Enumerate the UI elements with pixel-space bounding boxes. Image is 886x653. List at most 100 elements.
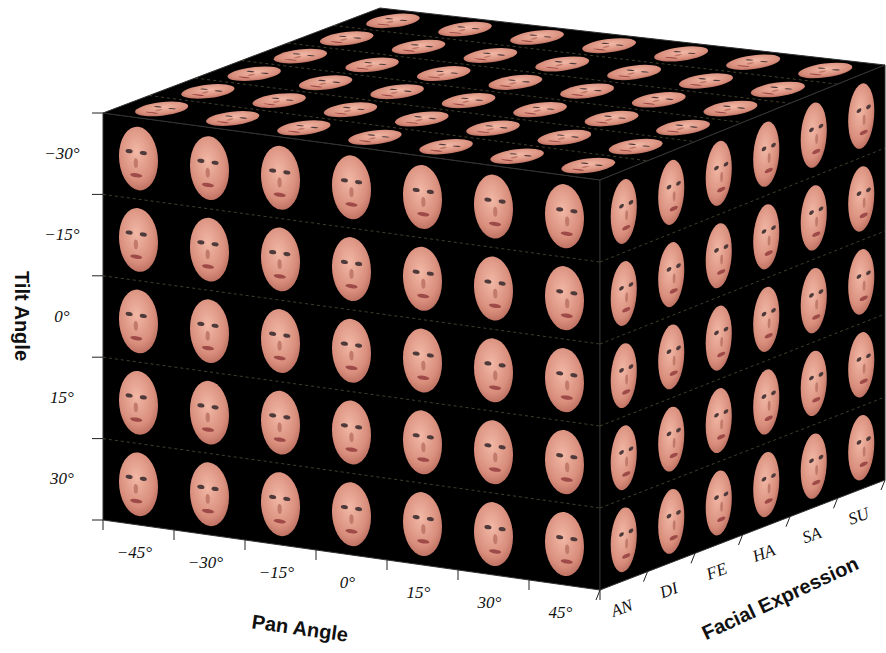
face-nose [134,158,138,168]
face-skin [848,78,874,153]
face-skin [479,146,555,166]
face-eye [224,115,233,117]
face-skin [408,137,484,157]
tick-mark [786,517,790,527]
face-image [611,503,637,577]
face-mouth [345,283,357,289]
face-skin [621,90,697,109]
face-skin [313,100,389,119]
face-mouth [345,365,357,371]
face-skin [190,378,229,447]
face-image [190,134,229,203]
face-eye [424,46,434,48]
grid-line [149,96,647,161]
grid-line [334,26,838,85]
face-eye [619,367,624,373]
face-eye [399,20,409,22]
face-mouth [448,32,463,34]
face-eye [629,282,634,288]
face-mouth [520,40,535,42]
face-nose [411,47,421,50]
face-eye [140,313,147,318]
face-eye [499,527,506,532]
face-image [261,470,300,539]
face-eye [529,34,539,36]
face-image [499,28,575,47]
face-eye [676,180,681,186]
face-eye [601,43,611,45]
face-nose [206,412,210,422]
face-nose [385,21,395,24]
face-mouth [489,467,501,473]
face-eye [866,353,871,359]
face-eye [435,70,444,72]
face-mouth [592,48,607,50]
face-eye [283,252,290,257]
face-image [645,118,721,138]
face-skin [658,237,684,312]
face-nose [134,321,138,331]
face-mouth [202,345,214,351]
face-mouth [476,131,490,133]
face-skin [261,306,300,375]
face-skin [359,82,435,101]
face-mouth [622,470,630,477]
face-image [332,153,371,222]
face-skin [119,124,158,193]
face-eye [771,307,776,313]
tick-mark [92,194,103,195]
face-mouth [860,129,868,136]
face-nose [768,400,771,411]
face-eye [269,413,276,418]
face-mouth [860,295,868,302]
face-nose [343,110,353,113]
face-eye [570,455,577,460]
face-nose [579,91,589,94]
face-nose [626,72,636,75]
face-nose [815,464,818,475]
face-skin [706,301,732,376]
face-nose [863,114,866,125]
face-mouth [670,370,678,377]
face-image [332,398,371,467]
face-mouth [561,477,573,483]
face-mouth [345,202,357,208]
face-skin [403,244,442,313]
face-image [706,466,732,540]
face-mouth [561,559,573,565]
face-mouth [427,76,442,78]
face-image [692,99,768,119]
grid-line [600,148,885,262]
face-nose [483,55,493,58]
face-skin [332,316,371,385]
face-image [427,20,503,38]
face-eye [762,228,767,234]
face-mouth [202,427,214,433]
face-image [668,71,744,90]
face-skin [170,82,245,101]
face-nose [604,118,614,121]
face-eye [212,242,219,247]
face-nose [206,249,210,259]
face-image [848,327,874,402]
face-eye [769,86,779,88]
face-image [706,301,732,376]
face-nose [673,191,676,202]
axis-title: Tilt Angle [11,271,33,361]
face-mouth [812,396,820,403]
face-image [431,91,507,110]
face-image [621,90,697,109]
face-mouth [489,549,501,555]
face-eye [197,403,204,408]
face-eye [626,69,636,71]
face-skin [403,489,442,558]
face-skin [545,182,584,251]
face-eye [809,375,814,381]
face-skin [753,117,779,192]
grid-line [288,43,790,103]
face-mouth [860,461,868,468]
face-nose [509,156,519,159]
face-eye [521,81,531,83]
face-eye [556,453,563,458]
